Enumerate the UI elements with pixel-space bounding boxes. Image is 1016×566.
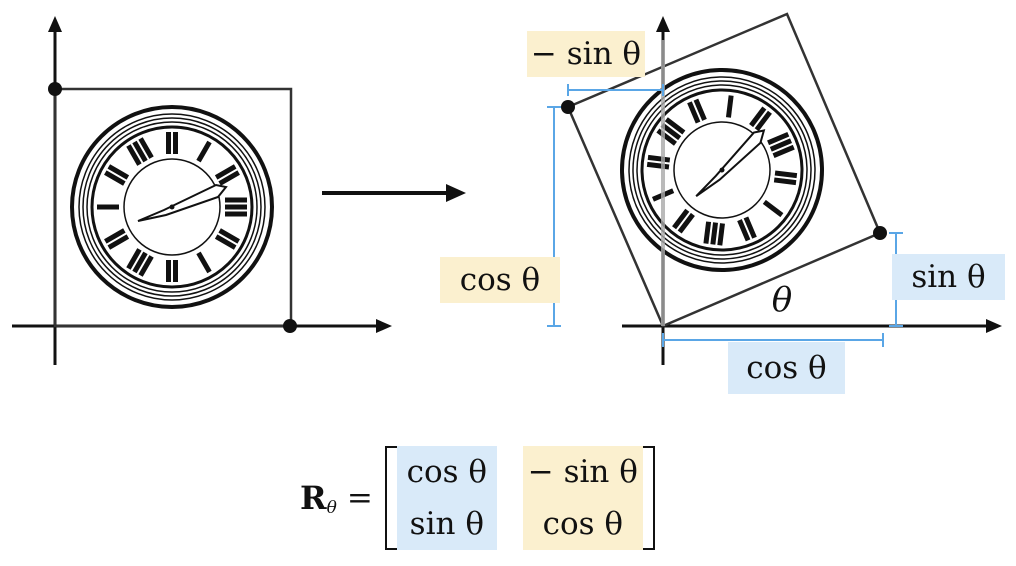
left-corner-right <box>283 319 297 333</box>
rotated-frame <box>566 12 882 328</box>
matrix-symbol: R <box>300 479 327 517</box>
matrix-cell: cos θ <box>542 506 624 542</box>
angle-label: θ <box>771 280 793 320</box>
sin-right-label: sin θ <box>892 254 1005 300</box>
rotated-corner-right <box>873 226 887 240</box>
left-corner-top <box>48 82 62 96</box>
right-arrow-icon <box>446 184 466 202</box>
cos-left-label: cos θ <box>440 257 560 303</box>
rotation-matrix: R θ = cos θ sin θ − sin θ cos θ <box>300 446 655 550</box>
cos-bottom-label: cos θ <box>728 342 845 394</box>
matrix-subscript: θ <box>326 498 337 518</box>
matrix-col-1: cos θ sin θ <box>396 446 497 550</box>
clock-icon <box>70 105 274 309</box>
right-bracket <box>642 446 655 550</box>
matrix-col-2: − sin θ cos θ <box>522 446 643 550</box>
neg-sin-label: − sin θ <box>527 31 645 77</box>
rotated-corner-top <box>561 100 575 114</box>
left-y-arrow-icon <box>48 16 62 32</box>
left-frame <box>53 87 293 328</box>
matrix-cell: cos θ <box>406 454 488 490</box>
right-x-arrow-icon <box>986 319 1002 333</box>
left-x-arrow-icon <box>376 319 392 333</box>
matrix-cell: − sin θ <box>527 454 638 490</box>
equals-sign: = <box>346 480 373 516</box>
left-bracket <box>384 446 397 550</box>
matrix-cell: sin θ <box>409 506 484 542</box>
right-y-arrow-icon <box>656 16 670 32</box>
